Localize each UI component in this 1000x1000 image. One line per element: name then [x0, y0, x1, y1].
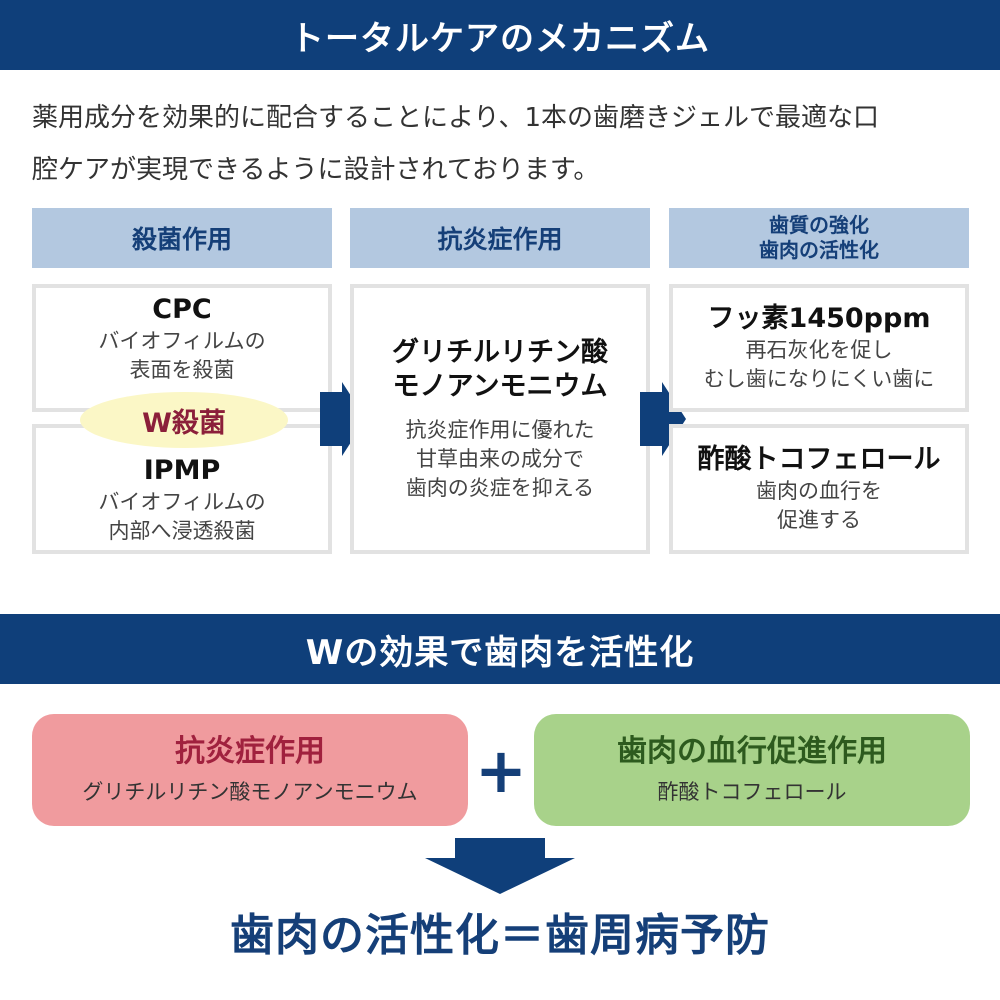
card-cpc-title: CPC: [152, 294, 212, 325]
card-glycyrrhizinate-title-1: グリチルリチン酸: [392, 336, 608, 368]
card-glycyrrhizinate-desc-1: 抗炎症作用に優れた: [405, 417, 595, 442]
conclusion-label: 歯肉の活性化＝歯周病予防: [230, 910, 770, 961]
column-heading-anti-inflammatory-label: 抗炎症作用: [437, 225, 563, 254]
card-cpc-desc-2: 表面を殺菌: [129, 358, 235, 382]
effect-anti-inflammatory-title: 抗炎症作用: [175, 734, 325, 769]
card-fluoride-title: フッ素1450ppm: [707, 303, 931, 334]
card-fluoride-desc-2: むし歯になりにくい歯に: [703, 367, 935, 391]
effect-blood-flow-title: 歯肉の血行促進作用: [617, 734, 887, 769]
card-fluoride-desc-1: 再石灰化を促し: [745, 338, 893, 362]
page-title: トータルケアのメカニズム: [290, 18, 710, 59]
page-title-banner: トータルケアのメカニズム: [0, 0, 1000, 70]
effect-anti-inflammatory: 抗炎症作用 グリチルリチン酸モノアンモニウム: [32, 714, 468, 826]
card-glycyrrhizinate-title-2: モノアンモニウム: [392, 370, 608, 402]
card-glycyrrhizinate-desc-2: 甘草由来の成分で: [416, 446, 584, 471]
card-glycyrrhizinate-desc-3: 歯肉の炎症を抑える: [405, 475, 595, 500]
column-heading-tooth-strengthening: 歯質の強化: [769, 213, 869, 237]
intro-line-2: 腔ケアが実現できるように設計されております。: [32, 155, 600, 185]
card-fluoride: フッ素1450ppm 再石灰化を促し むし歯になりにくい歯に: [669, 284, 969, 412]
effect-blood-flow: 歯肉の血行促進作用 酢酸トコフェロール: [534, 714, 970, 826]
section-banner: Wの効果で歯肉を活性化: [0, 614, 1000, 684]
down-arrow-icon: [425, 838, 575, 894]
card-ipmp-desc-1: バイオフィルムの: [98, 490, 266, 514]
effect-blood-flow-sub: 酢酸トコフェロール: [657, 780, 847, 804]
conclusion-text: 歯肉の活性化＝歯周病予防: [0, 896, 1000, 966]
card-tocopherol: 酢酸トコフェロール 歯肉の血行を 促進する: [669, 424, 969, 554]
card-cpc: CPC バイオフィルムの 表面を殺菌: [32, 284, 332, 412]
card-tocopherol-desc-2: 促進する: [777, 508, 861, 532]
card-ipmp-title: IPMP: [143, 455, 221, 486]
card-tocopherol-title: 酢酸トコフェロール: [697, 444, 941, 475]
card-cpc-desc-1: バイオフィルムの: [98, 329, 266, 353]
card-tocopherol-desc-1: 歯肉の血行を: [756, 479, 882, 503]
w-sterilization-badge-label: W殺菌: [142, 407, 226, 439]
card-glycyrrhizinate: グリチルリチン酸 モノアンモニウム 抗炎症作用に優れた 甘草由来の成分で 歯肉の…: [350, 284, 650, 554]
intro-line-1: 薬用成分を効果的に配合することにより、1本の歯磨きジェルで最適な口: [32, 103, 879, 133]
plus-symbol: +: [475, 733, 527, 807]
card-ipmp-desc-2: 内部へ浸透殺菌: [108, 519, 256, 543]
right-arrow-icon: [640, 382, 686, 456]
column-heading-anti-inflammatory: 抗炎症作用: [350, 208, 650, 268]
w-sterilization-badge: W殺菌: [80, 392, 288, 448]
column-heading-sterilization-label: 殺菌作用: [131, 225, 232, 254]
effect-anti-inflammatory-sub: グリチルリチン酸モノアンモニウム: [82, 780, 418, 804]
plus-icon: +: [468, 730, 534, 810]
right-arrow-icon: [320, 382, 366, 456]
section-title: Wの効果で歯肉を活性化: [305, 632, 695, 673]
column-heading-gum-activation: 歯肉の活性化: [759, 238, 879, 262]
column-heading-tooth-gum: 歯質の強化 歯肉の活性化: [669, 208, 969, 268]
column-heading-sterilization: 殺菌作用: [32, 208, 332, 268]
intro-text: 薬用成分を効果的に配合することにより、1本の歯磨きジェルで最適な口 腔ケアが実現…: [32, 92, 982, 196]
